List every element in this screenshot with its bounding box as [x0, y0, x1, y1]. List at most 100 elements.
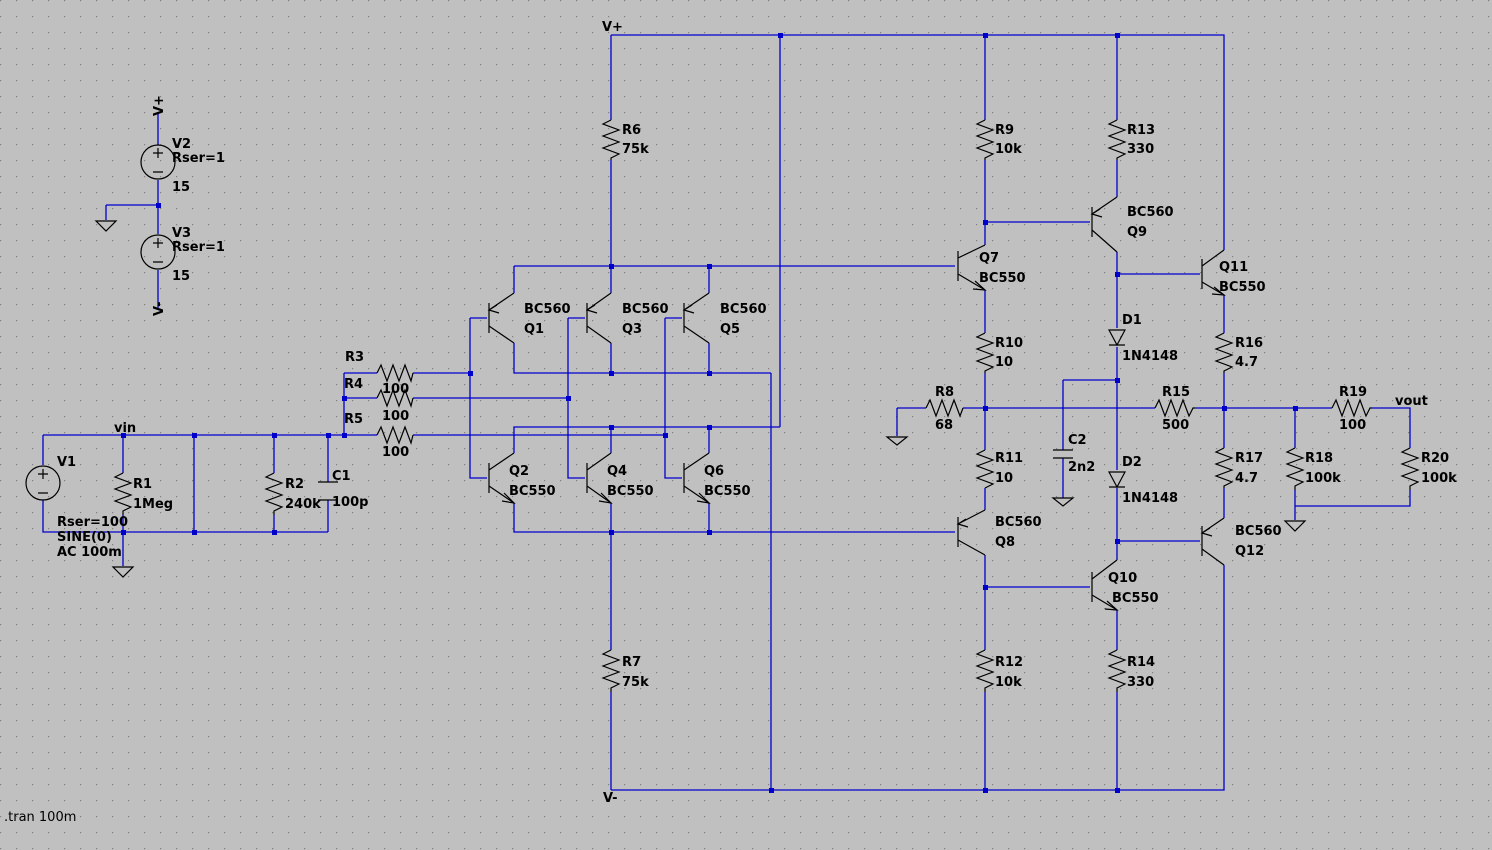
r13-name: R13 [1127, 123, 1155, 138]
resistor-r5 [376, 425, 414, 446]
r14-value: 330 [1127, 675, 1154, 690]
q4-name: Q4 [607, 464, 627, 479]
c1-value: 100p [332, 495, 368, 510]
q11-model: BC550 [1219, 280, 1266, 295]
transistor-q4 [586, 452, 613, 504]
d2-model: 1N4148 [1122, 491, 1178, 506]
source-v3[interactable] [140, 234, 176, 270]
ground-symbols [94, 220, 1307, 578]
capacitor-c2 [1053, 449, 1073, 459]
wires[interactable] [42, 34, 1411, 791]
transistor-q9 [1090, 196, 1118, 253]
r15-value: 500 [1162, 418, 1189, 433]
resistor-r18 [1285, 447, 1305, 490]
transistor-q2 [488, 452, 516, 504]
r2-value: 240k [285, 497, 321, 512]
r19-value: 100 [1339, 418, 1366, 433]
r20-value: 100k [1421, 471, 1457, 486]
net-label-vout: vout [1395, 394, 1428, 409]
r16-value: 4.7 [1235, 355, 1258, 370]
resistor-r13 [1107, 119, 1127, 160]
resistor-r19 [1331, 398, 1372, 418]
ground-icon [885, 436, 909, 446]
transistor-q5 [682, 292, 710, 344]
resistor-r16 [1214, 332, 1234, 373]
r10-value: 10 [995, 355, 1013, 370]
q2-model: BC550 [509, 484, 556, 499]
resistor-r6 [601, 119, 621, 160]
spice-directive[interactable]: .tran 100m [4, 810, 76, 825]
net-label-vminus: V- [152, 301, 167, 316]
r9-value: 10k [995, 142, 1022, 157]
diode-symbols[interactable] [1108, 329, 1126, 489]
transistor-q3 [585, 292, 612, 344]
net-labels: V+ V- V+ V- vin vout [114, 20, 1428, 806]
r1-name: R1 [133, 477, 152, 492]
q1-model: BC560 [524, 302, 571, 317]
q3-model: BC560 [622, 302, 669, 317]
q5-name: Q5 [720, 322, 740, 337]
resistor-r17 [1214, 447, 1234, 488]
resistor-r9 [975, 119, 995, 160]
capacitor-symbols[interactable] [318, 449, 1073, 501]
resistor-r15 [1154, 398, 1195, 418]
q7-model: BC550 [979, 271, 1026, 286]
source-v2[interactable] [140, 144, 176, 180]
resistor-symbols[interactable] [113, 119, 1420, 692]
transistor-q7 [957, 244, 987, 291]
v2-name: V2 [172, 137, 191, 152]
r2-name: R2 [285, 477, 304, 492]
net-label-vin: vin [114, 421, 136, 436]
v3-name: V3 [172, 226, 191, 241]
r20-name: R20 [1421, 451, 1449, 466]
net-label-vplus: V+ [152, 95, 167, 116]
net-label-vminus-bottom: V- [603, 791, 618, 806]
r3-value: 100 [382, 382, 409, 397]
r7-value: 75k [622, 675, 649, 690]
q3-name: Q3 [622, 322, 642, 337]
r17-name: R17 [1235, 451, 1263, 466]
d1-model: 1N4148 [1122, 349, 1178, 364]
q9-name: Q9 [1127, 225, 1147, 240]
net-label-vplus-top: V+ [602, 20, 623, 35]
d1-name: D1 [1122, 313, 1142, 328]
v3-rser: Rser=1 [172, 240, 225, 255]
r3-name: R3 [345, 350, 364, 365]
resistor-r1 [113, 472, 133, 515]
v1-rser: Rser=100 [57, 515, 128, 530]
r18-name: R18 [1305, 451, 1333, 466]
diode-d2 [1108, 471, 1126, 489]
resistor-r8 [925, 398, 964, 418]
diode-d1 [1108, 329, 1126, 347]
r6-name: R6 [622, 123, 641, 138]
r4-name: R4 [344, 377, 363, 392]
transistor-q11 [1201, 249, 1226, 296]
q2-name: Q2 [509, 464, 529, 479]
v1-wave: SINE(0) [57, 530, 112, 545]
transistor-q1 [487, 292, 515, 344]
q10-name: Q10 [1108, 571, 1137, 586]
resistor-r4 [376, 388, 414, 409]
ground-icon [1051, 497, 1075, 507]
transistor-symbols[interactable] [487, 196, 1226, 611]
q8-model: BC560 [995, 515, 1042, 530]
q6-model: BC550 [704, 484, 751, 499]
ground-icon [1283, 520, 1307, 532]
resistor-r10 [975, 332, 995, 373]
q12-model: BC560 [1235, 524, 1282, 539]
v1-ac: AC 100m [57, 545, 122, 560]
q10-model: BC550 [1112, 591, 1159, 606]
source-v1[interactable] [25, 465, 61, 501]
r14-name: R14 [1127, 655, 1155, 670]
transistor-q8 [956, 509, 986, 556]
r11-value: 10 [995, 471, 1013, 486]
transistor-q6 [683, 452, 711, 504]
r5-value: 100 [382, 445, 409, 460]
r16-name: R16 [1235, 336, 1263, 351]
q8-name: Q8 [995, 535, 1015, 550]
resistor-r11 [975, 449, 995, 489]
r10-name: R10 [995, 336, 1023, 351]
r8-value: 68 [935, 418, 953, 433]
